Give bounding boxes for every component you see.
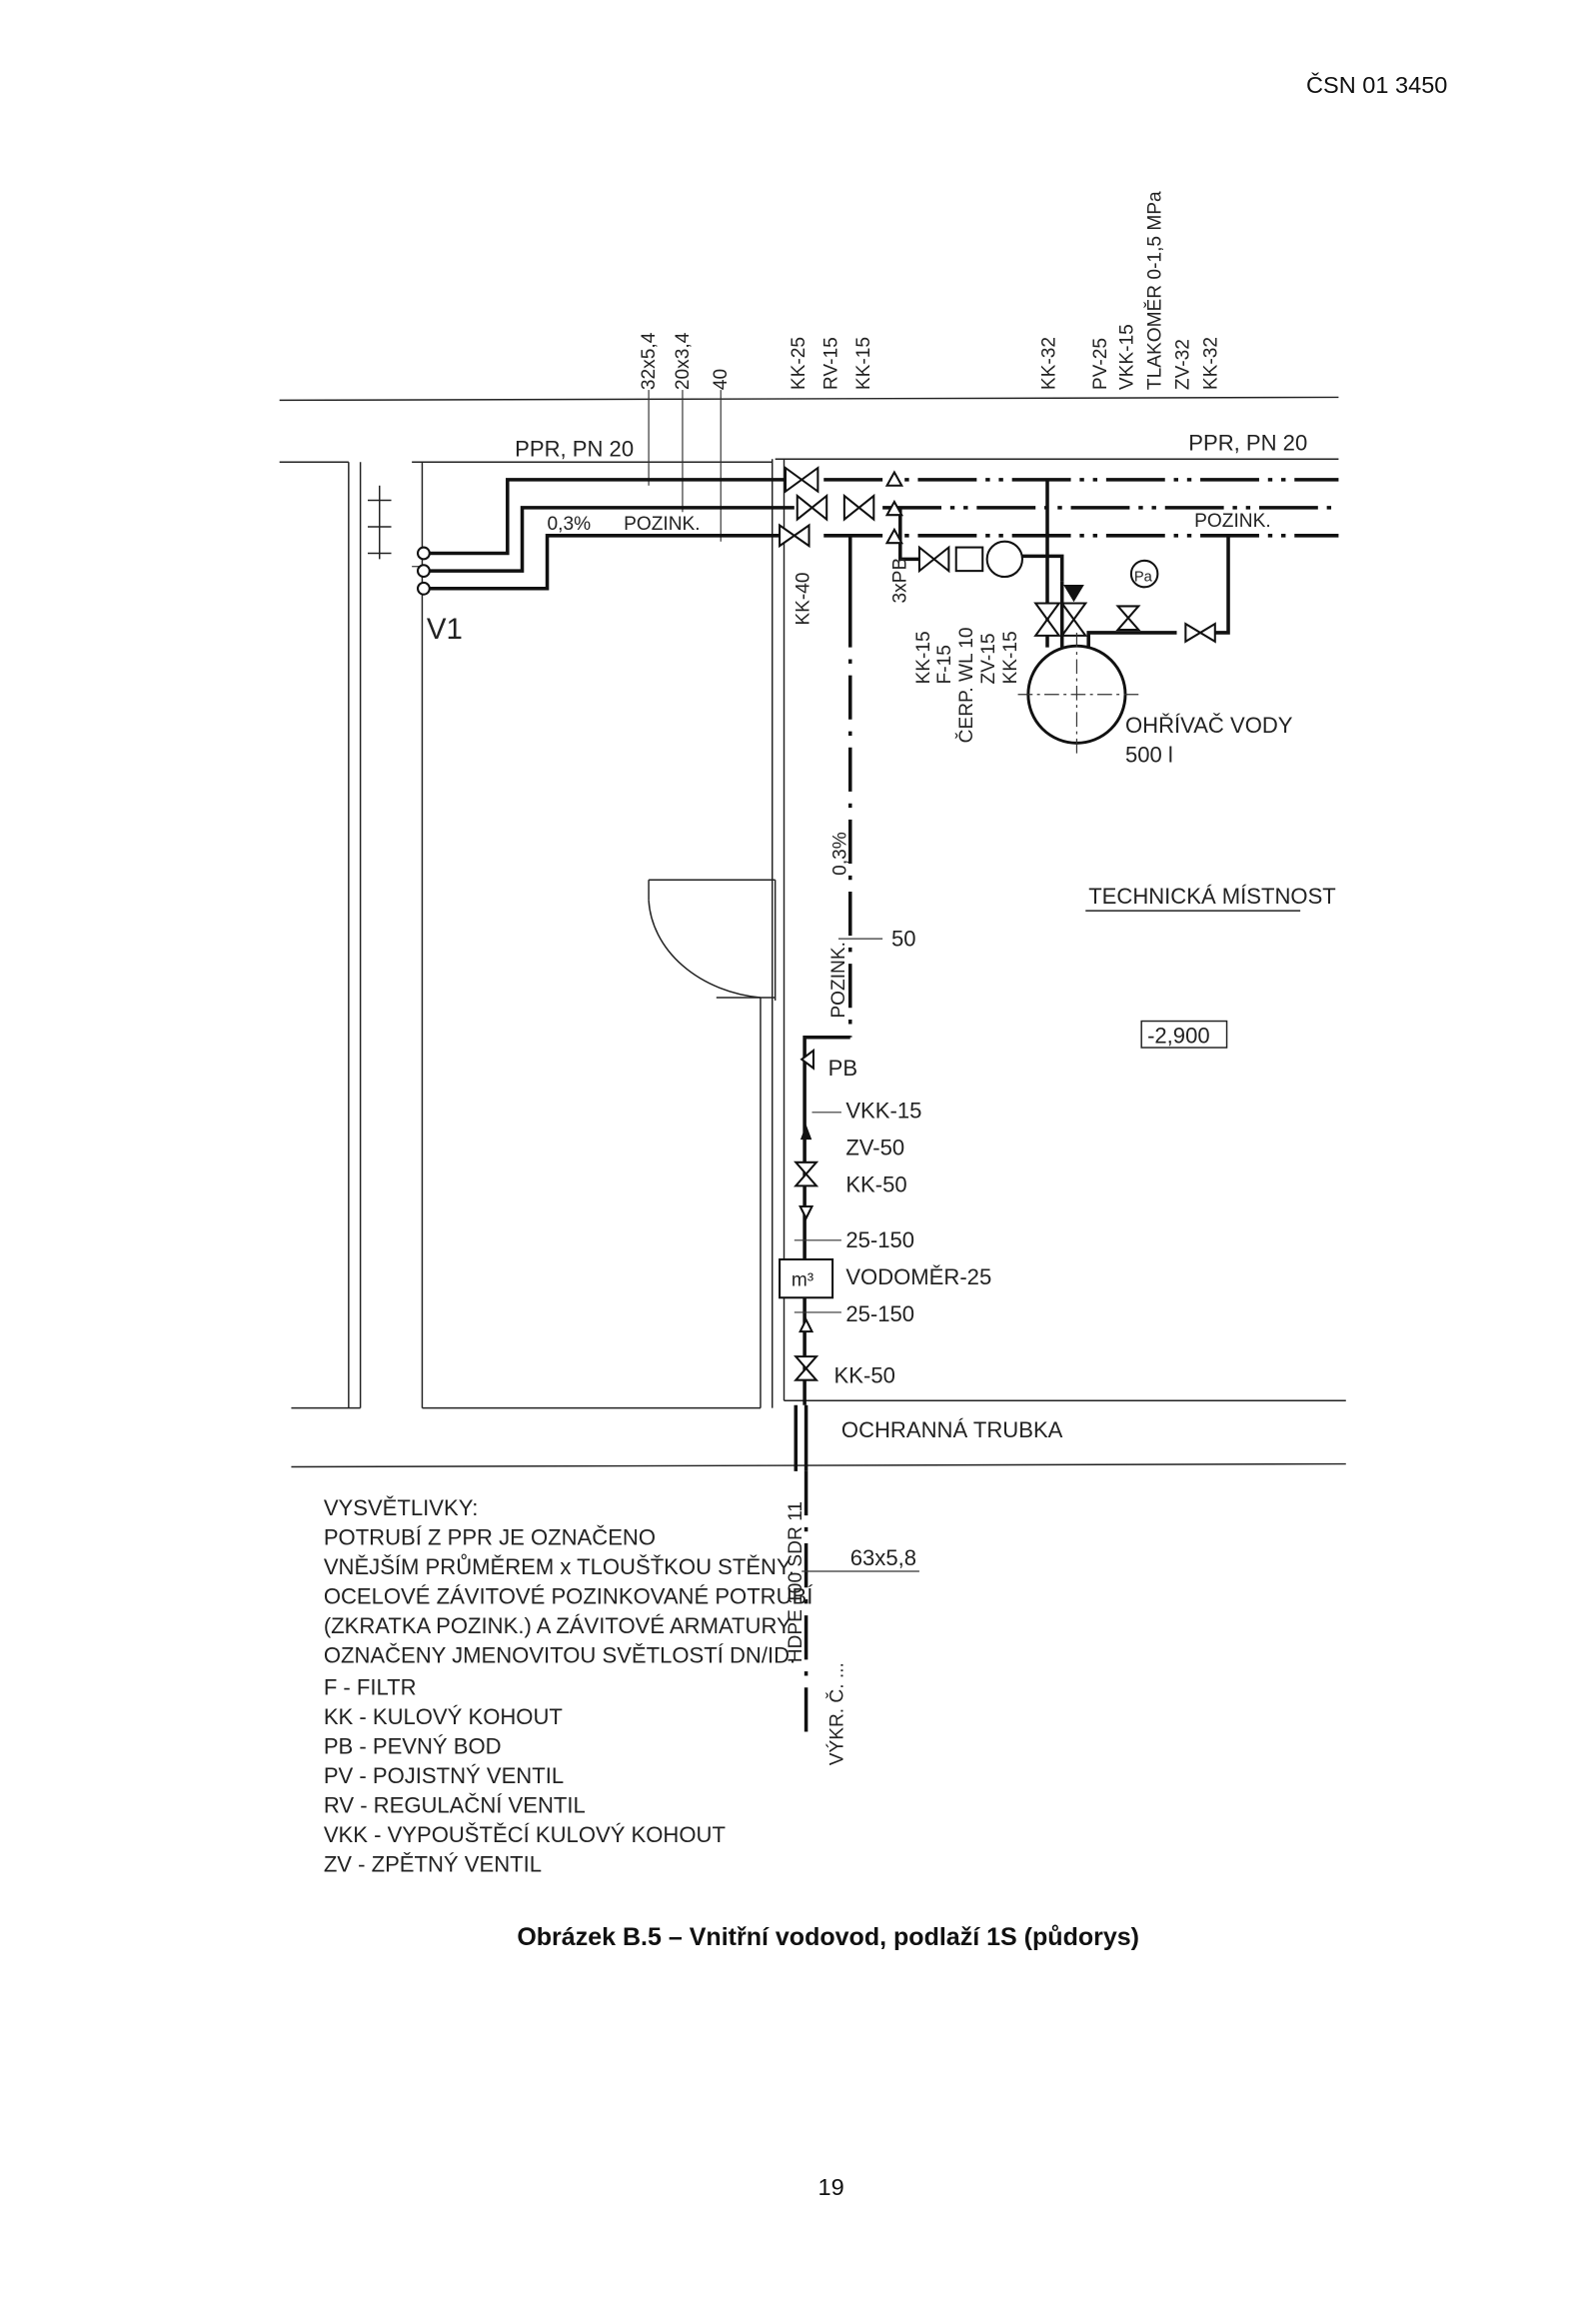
legend-abbr: ZV - ZPĚTNÝ VENTIL xyxy=(324,1851,542,1876)
page-number: 19 xyxy=(818,2174,844,2200)
fitting-label: PV-25 xyxy=(1090,338,1111,390)
pipe-network xyxy=(412,478,1339,1736)
room-name: TECHNICKÁ MÍSTNOST xyxy=(1088,884,1336,909)
floor-level: -2,900 xyxy=(1147,1024,1210,1049)
ppr-label-right: PPR, PN 20 xyxy=(1188,430,1307,455)
legend-note: POTRUBÍ Z PPR JE OZNAČENO xyxy=(324,1525,656,1550)
legend-abbr: PB - PEVNÝ BOD xyxy=(324,1734,502,1759)
legend-note: (ZKRATKA POZINK.) A ZÁVITOVÉ ARMATURY xyxy=(324,1613,792,1638)
fitting-label: VKK-15 xyxy=(1116,324,1137,390)
inlet-material: HDPE 100 SDR 11 xyxy=(786,1501,806,1662)
legend-title: VYSVĚTLIVKY: xyxy=(324,1495,479,1520)
pump-group-label: F-15 xyxy=(934,645,955,684)
fitting-label: RV-15 xyxy=(821,337,842,390)
dim-label: 40 xyxy=(711,369,732,390)
riser-label: VODOMĚR-25 xyxy=(845,1264,991,1289)
regulating-valve-icon xyxy=(796,493,828,522)
pump-icon xyxy=(985,540,1023,579)
meter-symbol: m³ xyxy=(792,1269,813,1290)
water-meter-icon xyxy=(779,1257,834,1299)
legend-note: VNĚJŠÍM PRŮMĚREM x TLOUŠŤKOU STĚNY. xyxy=(324,1554,795,1579)
ppr-label-left: PPR, PN 20 xyxy=(515,436,634,461)
ball-valve-icon xyxy=(1059,602,1088,637)
sleeve-label: OCHRANNÁ TRUBKA xyxy=(841,1417,1063,1442)
pump-group-label: ČERP. WL 10 xyxy=(955,627,977,743)
fixed-point-icon xyxy=(884,470,904,545)
valve-symbols: Pa xyxy=(779,466,1216,1381)
ball-valve-icon xyxy=(917,545,950,574)
riser-label: PB xyxy=(828,1056,857,1081)
pozink-label-right: POZINK. xyxy=(1194,511,1271,532)
fitting-label: ZV-32 xyxy=(1172,339,1193,390)
pozink-label-left: POZINK. xyxy=(624,514,701,535)
figure-caption: Obrázek B.5 – Vnitřní vodovod, podlaží 1… xyxy=(517,1923,1139,1951)
fixed-point-icon xyxy=(799,1048,814,1071)
riser-item-labels: PB VKK-15 ZV-50 KK-50 25-150 VODOMĚR-25 … xyxy=(794,1056,991,1388)
ball-valve-icon xyxy=(794,1160,819,1187)
leader-lines xyxy=(648,390,722,542)
legend-abbr: F - FILTR xyxy=(324,1675,417,1700)
filter-icon xyxy=(954,546,984,573)
gauge-label: Pa xyxy=(1134,569,1153,585)
drawing-reference: VÝKR. Č. ... xyxy=(825,1662,847,1765)
legend-note: OCELOVÉ ZÁVITOVÉ POZINKOVANÉ POTRUBÍ xyxy=(324,1583,813,1608)
ball-valve-icon xyxy=(794,1355,819,1381)
heater-volume: 500 l xyxy=(1125,742,1173,767)
check-valve-icon xyxy=(1063,584,1084,603)
fitting-label: TLAKOMĚR 0-1,5 MPa xyxy=(1144,191,1165,390)
kk40-label: KK-40 xyxy=(794,572,814,625)
check-valve-icon xyxy=(799,1124,812,1141)
fitting-label: KK-25 xyxy=(789,337,809,390)
ball-valve-icon xyxy=(1033,602,1061,637)
heater-name: OHŘÍVAČ VODY xyxy=(1125,713,1293,738)
pump-group-labels: KK-15 F-15 ČERP. WL 10 ZV-15 KK-15 xyxy=(913,627,1021,743)
ball-valve-icon xyxy=(784,466,819,494)
slope-label-left: 0,3% xyxy=(548,514,592,535)
legend-abbr: VKK - VYPOUŠTĚCÍ KULOVÝ KOHOUT xyxy=(324,1822,726,1847)
pipe-dimension-labels: 32x5,4 20x3,4 40 KK-25 RV-15 KK-15 KK-32… xyxy=(639,191,1221,390)
legend-note: OZNAČENY JMENOVITOU SVĚTLOSTÍ DN/ID. xyxy=(324,1642,796,1667)
legend-abbr: RV - REGULAČNÍ VENTIL xyxy=(324,1792,586,1817)
riser-label: ZV-50 xyxy=(845,1135,904,1159)
slope-label-riser: 0,3% xyxy=(829,832,850,876)
pozink-label-riser: POZINK. xyxy=(828,942,849,1019)
dn50-label: 50 xyxy=(891,926,916,951)
riser-label: KK-50 xyxy=(834,1363,895,1388)
fitting-label: KK-15 xyxy=(853,337,874,390)
safety-valve-icon xyxy=(1115,605,1141,632)
riser-label: 25-150 xyxy=(845,1301,914,1326)
inlet-size: 63x5,8 xyxy=(850,1545,916,1570)
pump-group-label: ZV-15 xyxy=(978,633,999,684)
pressure-gauge-icon xyxy=(1129,559,1159,589)
ball-valve-icon xyxy=(1184,622,1216,644)
standard-id: ČSN 01 3450 xyxy=(1306,71,1447,98)
dim-label: 20x3,4 xyxy=(673,332,694,390)
pump-group-label: KK-15 xyxy=(913,631,934,684)
dim-label: 32x5,4 xyxy=(639,332,660,390)
fitting-label: KK-32 xyxy=(1038,337,1059,390)
riser-label: KK-50 xyxy=(845,1171,906,1196)
pump-group-label: KK-15 xyxy=(1000,631,1021,684)
legend-abbr: PV - POJISTNÝ VENTIL xyxy=(324,1763,564,1788)
ball-valve-icon xyxy=(779,523,810,549)
riser-v1-label: V1 xyxy=(427,613,463,646)
riser-symbols xyxy=(367,485,431,596)
riser-label: VKK-15 xyxy=(845,1099,921,1124)
legend: VYSVĚTLIVKY: POTRUBÍ Z PPR JE OZNAČENO V… xyxy=(324,1495,813,1876)
building-walls xyxy=(279,396,1346,1468)
legend-abbr: KK - KULOVÝ KOHOUT xyxy=(324,1704,563,1729)
level-box xyxy=(1140,1020,1228,1049)
riser-label: 25-150 xyxy=(845,1227,914,1252)
reducer-icon xyxy=(798,1204,814,1333)
fixed-points-label: 3xPB xyxy=(890,558,911,604)
fitting-label: KK-32 xyxy=(1200,337,1221,390)
ball-valve-icon xyxy=(842,493,875,522)
water-heater xyxy=(1017,632,1140,759)
